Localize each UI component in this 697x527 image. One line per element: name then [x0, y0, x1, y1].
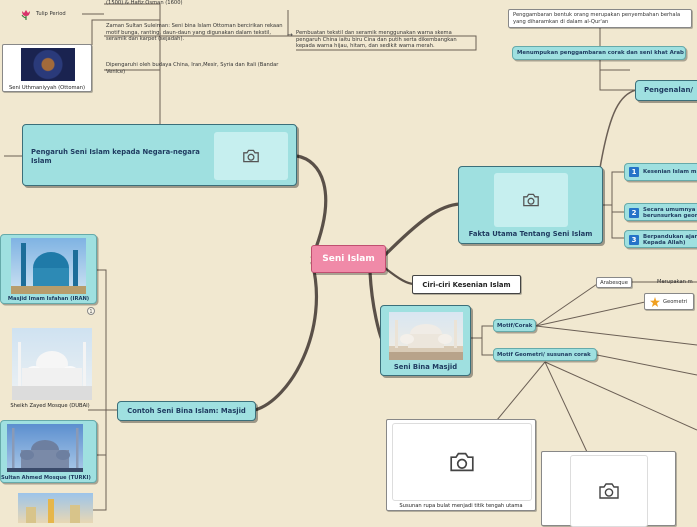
fakta-item-label: Berpandukan ajar Kepada Allah): [643, 234, 697, 246]
number-badge-icon: 2: [629, 208, 639, 218]
susunan-caption: Susunan rupa bulat menjadi titik tengah …: [399, 503, 523, 509]
branch-seni-bina-label: Seni Bina Masjid: [393, 363, 458, 371]
number-badge-icon: 3: [629, 235, 639, 245]
branch-ciri[interactable]: Ciri-ciri Kesenian Islam: [412, 275, 521, 294]
mosque-photo: [18, 493, 93, 523]
branch-seni-bina[interactable]: Seni Bina Masjid: [380, 305, 471, 376]
branch-pengenalan-label: Pengenalan/: [644, 86, 693, 94]
collapse-toggle[interactable]: 1: [87, 307, 95, 315]
mosque-caption: Sultan Ahmed Mosque (TURKI): [1, 475, 91, 481]
geometri-label: Geometri: [663, 299, 688, 305]
center-label: Seni Islam: [322, 254, 375, 264]
tulip-label: Tulip Period: [36, 11, 66, 17]
mosque-node-ahmed[interactable]: Sultan Ahmed Mosque (TURKI): [0, 420, 97, 483]
motif-label: Motif/Corak: [497, 323, 533, 329]
branch-ciri-label: Ciri-ciri Kesenian Islam: [422, 281, 511, 289]
arabesque-node[interactable]: Arabesque: [596, 277, 632, 288]
motif-geometri-node[interactable]: Motif Geometri/ susunan corak: [493, 348, 597, 361]
fakta-item-2[interactable]: 2 Secara umumnya berunsurkan geom: [624, 203, 697, 221]
branch-fakta[interactable]: Fakta Utama Tentang Seni Islam: [458, 166, 603, 244]
tekstil-text: Pembuatan tekstil dan seramik menggunaka…: [296, 30, 457, 50]
branch-pengaruh-label: Pengaruh Seni Islam kepada Negara-negara…: [31, 148, 200, 165]
camera-icon: [450, 452, 474, 472]
influence-text: Dipengaruhi oleh budaya China, Iran,Mesi…: [106, 62, 279, 75]
mosque-illustration: [7, 428, 83, 472]
penggambaran-text: Penggambaran bentuk orang merupakan peny…: [513, 12, 681, 25]
branch-pengaruh[interactable]: Pengaruh Seni Islam kepada Negara-negara…: [22, 124, 297, 186]
mosque-photo: [389, 312, 463, 360]
mosque-photo: [12, 328, 92, 400]
photo-placeholder[interactable]: [570, 455, 648, 527]
star-icon: [650, 297, 660, 307]
mosque-illustration: [26, 499, 80, 523]
tulip-icon: [21, 10, 30, 20]
center-node[interactable]: Seni Islam: [311, 245, 386, 273]
ottoman-node[interactable]: Seni Uthmaniyyah (Ottoman): [2, 44, 92, 92]
mosque-node-zayed[interactable]: Sheikh Zayed Mosque (DUBAI): [4, 326, 96, 412]
era-text: (1500) & Hafiz Osman (1600): [106, 0, 183, 6]
branch-fakta-label: Fakta Utama Tentang Seni Islam: [468, 230, 593, 238]
motif-geometri-label: Motif Geometri/ susunan corak: [497, 352, 591, 358]
mosque-node-isfahan[interactable]: Masjid Imam Isfahan (IRAN): [0, 234, 97, 304]
menumpukan-node[interactable]: Menumpukan penggambaran corak dan seni k…: [512, 46, 686, 60]
susunan-node[interactable]: Susunan rupa bulat menjadi titik tengah …: [386, 419, 536, 511]
geometri-node[interactable]: Geometri: [644, 293, 694, 310]
camera-icon: [599, 483, 619, 499]
ottoman-caption: Seni Uthmaniyyah (Ottoman): [8, 85, 86, 91]
mosque-caption: Masjid Imam Isfahan (IRAN): [7, 296, 90, 302]
number-badge-icon: 1: [629, 167, 639, 177]
merupakan-text: Merupakan m: [657, 279, 693, 285]
branch-contoh[interactable]: Contoh Seni Bina Islam: Masjid: [117, 401, 256, 421]
photo-placeholder[interactable]: [214, 132, 288, 180]
tulip-node[interactable]: Tulip Period: [18, 8, 80, 22]
photo-node-2[interactable]: [541, 451, 676, 527]
mosque-illustration: [389, 320, 463, 360]
mosque-node-4[interactable]: [18, 493, 93, 523]
arabesque-label: Arabesque: [600, 280, 628, 286]
branch-pengenalan[interactable]: Pengenalan/: [635, 80, 697, 101]
motif-node[interactable]: Motif/Corak: [493, 319, 536, 332]
arrow-icon: →: [287, 31, 293, 39]
mosque-photo: [7, 424, 83, 472]
fakta-item-label: Kesenian Islam m: [643, 169, 697, 175]
mosque-illustration: [11, 243, 86, 294]
photo-placeholder[interactable]: [392, 423, 532, 501]
penggambaran-node[interactable]: Penggambaran bentuk orang merupakan peny…: [508, 9, 692, 28]
mosque-caption: Sheikh Zayed Mosque (DUBAI): [10, 403, 90, 409]
branch-contoh-label: Contoh Seni Bina Islam: Masjid: [127, 407, 246, 415]
photo-placeholder[interactable]: [494, 173, 568, 227]
camera-icon: [243, 149, 259, 163]
ottoman-photo: [21, 48, 75, 81]
fakta-item-label: Secara umumnya berunsurkan geom: [643, 207, 697, 219]
collapse-count: 1: [89, 309, 93, 315]
fakta-item-3[interactable]: 3 Berpandukan ajar Kepada Allah): [624, 230, 697, 248]
mosque-photo: [11, 238, 86, 294]
menumpukan-text: Menumpukan penggambaran corak dan seni k…: [517, 50, 684, 56]
fakta-item-1[interactable]: 1 Kesenian Islam m: [624, 163, 697, 181]
suleiman-text: Zaman Sultan Suleiman: Seni bina Islam O…: [106, 23, 283, 43]
camera-icon: [523, 193, 539, 207]
mosque-illustration: [12, 342, 92, 400]
